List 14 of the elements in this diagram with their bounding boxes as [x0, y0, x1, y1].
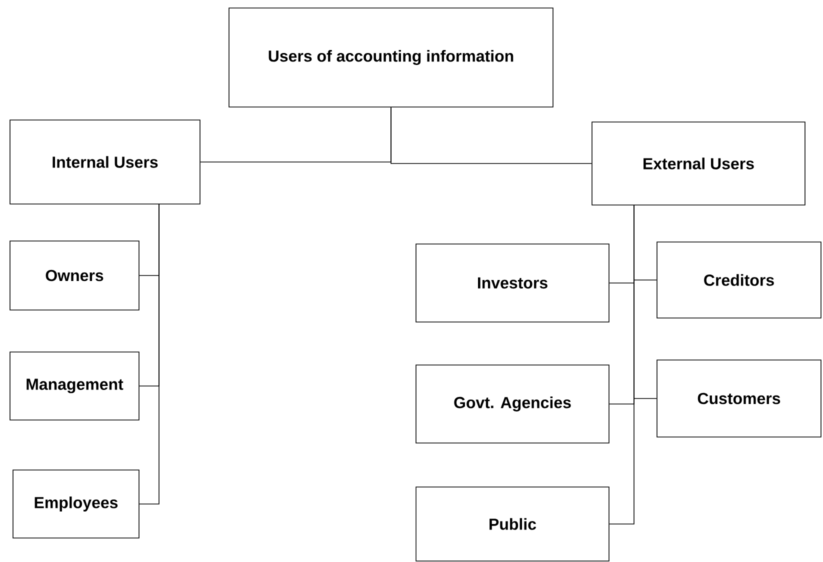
label-box: Govt. Agencies	[416, 364, 610, 444]
label-box: Public	[416, 486, 610, 562]
connector-line	[609, 204, 634, 524]
connector-line	[390, 107, 592, 164]
label-box: Creditors	[656, 242, 822, 318]
label-box: Owners	[10, 240, 140, 310]
label-box: Investors	[416, 244, 610, 322]
connector-line	[139, 204, 160, 504]
label-box: Customers	[656, 360, 822, 438]
label-box: Management	[10, 352, 140, 420]
label-box: Users of accounting information	[228, 8, 554, 108]
label-box: External Users	[592, 122, 806, 206]
label-box: Employees	[12, 470, 140, 538]
label-box: Internal Users	[10, 120, 200, 204]
